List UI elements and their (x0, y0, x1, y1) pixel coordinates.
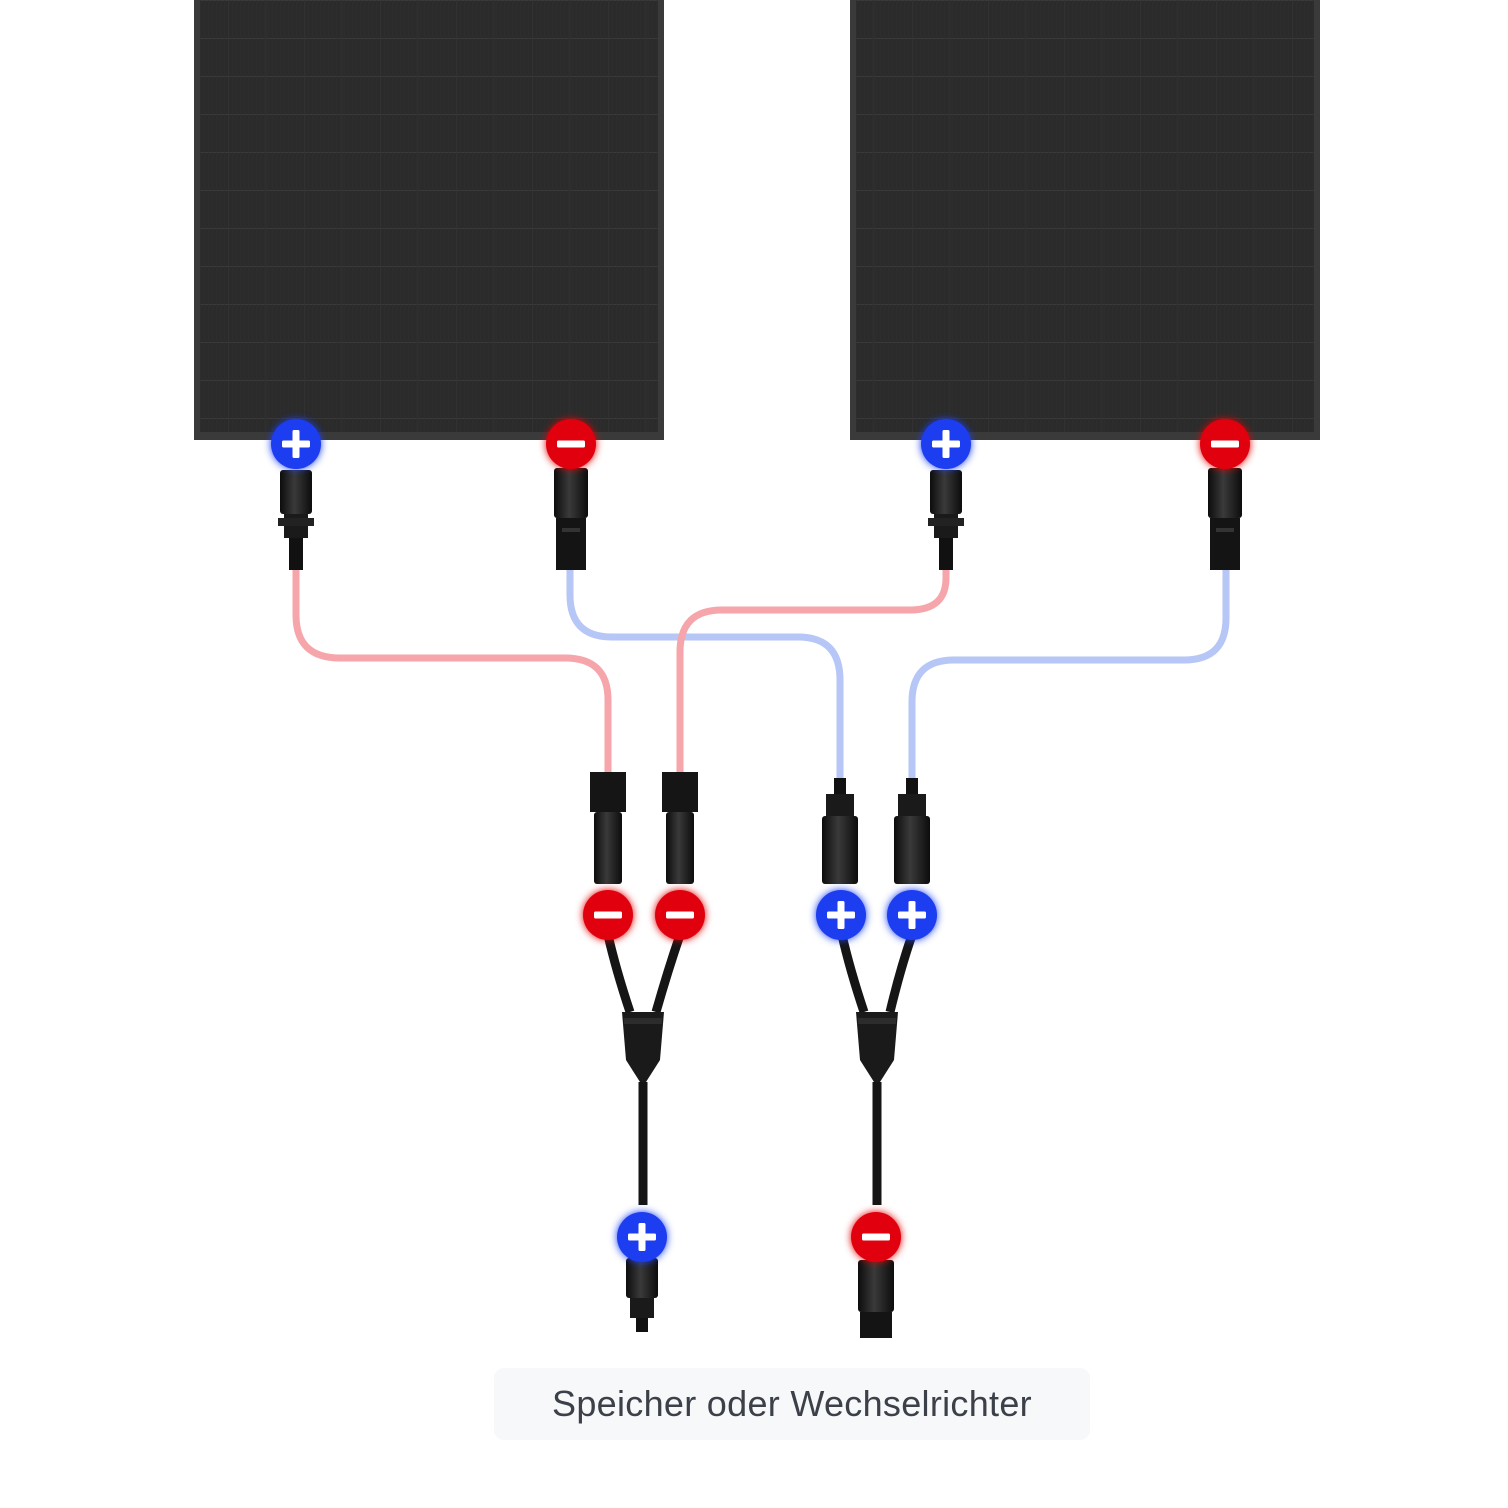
caption-label: Speicher oder Wechselrichter (552, 1383, 1032, 1424)
minus-icon (666, 911, 694, 919)
plus-icon (932, 430, 960, 458)
plus-icon (827, 901, 855, 929)
badge-y-left-input-1 (583, 890, 633, 940)
badge-panel-left-negative (546, 419, 596, 469)
solar-panel-left (194, 0, 664, 440)
badge-y-left-output (617, 1212, 667, 1262)
panel-connector-right-positive (928, 470, 964, 570)
minus-icon (862, 1233, 890, 1241)
cable-positive-right (676, 566, 950, 779)
cable-negative-right (908, 566, 1230, 784)
plus-icon (628, 1223, 656, 1251)
badge-panel-right-negative (1200, 419, 1250, 469)
badge-panel-right-positive (921, 419, 971, 469)
badge-y-left-input-2 (655, 890, 705, 940)
minus-icon (594, 911, 622, 919)
panel-connector-right-negative (1208, 468, 1242, 570)
cables (292, 566, 1230, 784)
cable-negative-left (566, 566, 844, 784)
badges (271, 419, 1250, 1262)
solar-panel-right (850, 0, 1320, 440)
badge-panel-left-positive (271, 419, 321, 469)
panel-connector-left-positive (278, 470, 314, 570)
caption-box: Speicher oder Wechselrichter (494, 1368, 1090, 1440)
y-connector-right (822, 778, 930, 1338)
minus-icon (1211, 440, 1239, 448)
cable-positive-left (292, 566, 612, 779)
badge-y-right-output (851, 1212, 901, 1262)
plus-icon (898, 901, 926, 929)
plus-icon (282, 430, 310, 458)
badge-y-right-input-1 (816, 890, 866, 940)
panel-connector-left-negative (554, 468, 588, 570)
minus-icon (557, 440, 585, 448)
badge-y-right-input-2 (887, 890, 937, 940)
y-connector-left (590, 772, 698, 1332)
